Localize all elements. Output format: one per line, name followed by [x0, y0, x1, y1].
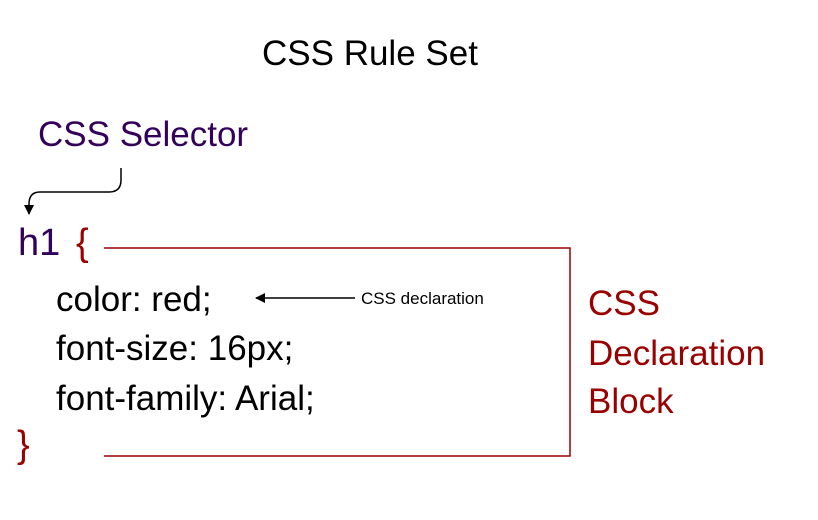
declaration-block-bracket — [104, 247, 571, 457]
declaration-annotation: CSS declaration — [361, 289, 484, 308]
open-brace: { — [76, 222, 89, 264]
block-label-line-3: Block — [588, 382, 674, 421]
block-label-line-1: CSS — [588, 284, 660, 323]
close-brace: } — [17, 424, 30, 466]
selector-arrow — [24, 168, 122, 215]
declaration-font-size: font-size: 16px; — [56, 329, 294, 368]
selector-label: CSS Selector — [38, 115, 249, 154]
declaration-color: color: red; — [56, 280, 212, 319]
selector-code: h1 — [18, 222, 61, 264]
diagram-title: CSS Rule Set — [262, 34, 478, 73]
declaration-font-family: font-family: Arial; — [56, 379, 315, 418]
block-label-line-2: Declaration — [588, 334, 766, 373]
